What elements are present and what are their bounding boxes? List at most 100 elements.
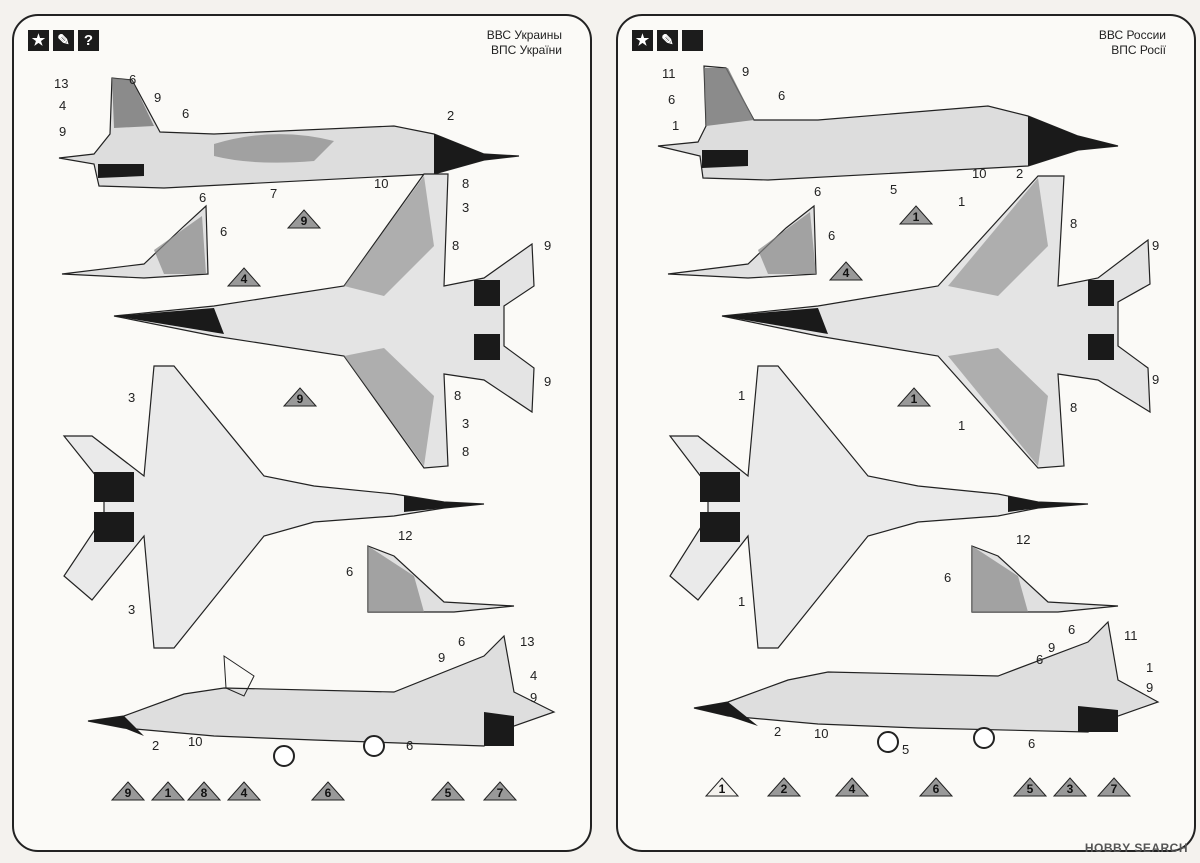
svg-text:9: 9 [297, 392, 304, 406]
callout: 10 [814, 726, 828, 741]
right-panel-title: ВВС России ВПС Росії [1099, 28, 1166, 58]
callout: 9 [544, 374, 551, 389]
callout: 9 [59, 124, 66, 139]
svg-text:1: 1 [719, 782, 726, 796]
callout: 6 [814, 184, 821, 199]
right-side-view-bottom [693, 620, 1160, 753]
callout: 4 [530, 668, 537, 683]
svg-text:4: 4 [849, 782, 856, 796]
callout: 7 [270, 186, 277, 201]
callout: 9 [1152, 238, 1159, 253]
watermark: HOBBY SEARCH [1084, 841, 1188, 855]
right-triangles: 1 4 1 1 2 4 6 5 3 7 [704, 205, 1132, 797]
callout: 8 [1070, 400, 1077, 415]
left-fin-side-2 [367, 545, 515, 613]
svg-text:9: 9 [125, 786, 132, 800]
left-title-line1: ВВС Украины [486, 28, 562, 42]
callout: 10 [972, 166, 986, 181]
right-fin-side-2 [971, 545, 1119, 613]
callout: 6 [828, 228, 835, 243]
callout: 4 [59, 98, 66, 113]
callout: 10 [188, 734, 202, 749]
square-icon [682, 30, 703, 51]
callout: 13 [54, 76, 68, 91]
right-top-view [721, 175, 1151, 469]
brush-icon: ✎ [657, 30, 678, 51]
left-side-view-bottom [87, 634, 556, 767]
right-icon-group: ★ ✎ [632, 30, 703, 51]
triangle-badge: 8 [186, 781, 222, 801]
left-panel-title: ВВС Украины ВПС України [487, 28, 562, 58]
triangle-badge: 5 [1012, 777, 1048, 797]
callout: 2 [774, 724, 781, 739]
callout: 6 [944, 570, 951, 585]
callout: 9 [1146, 680, 1153, 695]
svg-text:1: 1 [913, 210, 920, 224]
triangle-badge: 1 [898, 205, 934, 225]
svg-text:7: 7 [497, 786, 504, 800]
callout: 6 [220, 224, 227, 239]
left-bottom-view [62, 365, 485, 649]
left-callouts: 13 6 9 4 9 6 2 10 7 6 8 3 8 9 6 9 8 3 8 … [54, 72, 551, 753]
callout: 12 [398, 528, 412, 543]
callout: 9 [544, 238, 551, 253]
brush-icon: ✎ [53, 30, 74, 51]
left-title-line2: ВПС України [491, 43, 562, 57]
svg-text:5: 5 [1027, 782, 1034, 796]
callout: 1 [958, 418, 965, 433]
svg-text:3: 3 [1067, 782, 1074, 796]
callout: 6 [1028, 736, 1035, 751]
star-icon: ★ [28, 30, 49, 51]
triangle-badge: 4 [226, 267, 262, 287]
callout: 9 [154, 90, 161, 105]
triangle-badge: 6 [918, 777, 954, 797]
triangle-badge: 6 [310, 781, 346, 801]
callout: 5 [890, 182, 897, 197]
svg-text:7: 7 [1111, 782, 1118, 796]
triangle-badge: 7 [1096, 777, 1132, 797]
triangle-badge: 7 [482, 781, 518, 801]
left-triangles: 9 4 9 9 1 8 4 6 5 7 [110, 209, 518, 801]
callout: 2 [1016, 166, 1023, 181]
callout: 9 [438, 650, 445, 665]
callout: 1 [672, 118, 679, 133]
svg-text:6: 6 [325, 786, 332, 800]
svg-text:9: 9 [301, 214, 308, 228]
callout: 1 [738, 388, 745, 403]
triangle-badge: 5 [430, 781, 466, 801]
right-callouts: 11 9 6 6 1 10 2 5 6 1 8 6 9 1 9 8 1 12 6… [662, 64, 1159, 757]
right-side-view-top [657, 65, 1119, 181]
right-title-line1: ВВС России [1098, 28, 1166, 42]
callout: 6 [778, 88, 785, 103]
triangle-badge: 4 [834, 777, 870, 797]
callout: 8 [452, 238, 459, 253]
callout: 3 [128, 602, 135, 617]
callout: 1 [958, 194, 965, 209]
left-side-view-top [58, 77, 520, 189]
right-panel-russia: ★ ✎ ВВС России ВПС Росії [616, 14, 1196, 852]
svg-text:1: 1 [165, 786, 172, 800]
callout: 6 [668, 92, 675, 107]
callout: 8 [462, 444, 469, 459]
svg-text:4: 4 [241, 272, 248, 286]
svg-text:2: 2 [781, 782, 788, 796]
callout: 1 [1146, 660, 1153, 675]
left-drawing: 13 6 9 4 9 6 2 10 7 6 8 3 8 9 6 9 8 3 8 … [54, 72, 556, 801]
callout: 1 [738, 594, 745, 609]
callout: 12 [1016, 532, 1030, 547]
left-panel-ukraine: ★ ✎ ? ВВС Украины ВПС України [12, 14, 592, 852]
svg-text:4: 4 [241, 786, 248, 800]
question-icon: ? [78, 30, 99, 51]
callout: 5 [902, 742, 909, 757]
callout: 6 [458, 634, 465, 649]
star-icon: ★ [632, 30, 653, 51]
triangle-badge: 9 [282, 387, 318, 407]
right-bottom-view [668, 365, 1089, 649]
triangle-badge: 4 [226, 781, 262, 801]
callout: 3 [462, 416, 469, 431]
callout: 2 [152, 738, 159, 753]
svg-text:6: 6 [933, 782, 940, 796]
triangle-badge: 2 [766, 777, 802, 797]
callout: 13 [520, 634, 534, 649]
callout: 8 [1070, 216, 1077, 231]
